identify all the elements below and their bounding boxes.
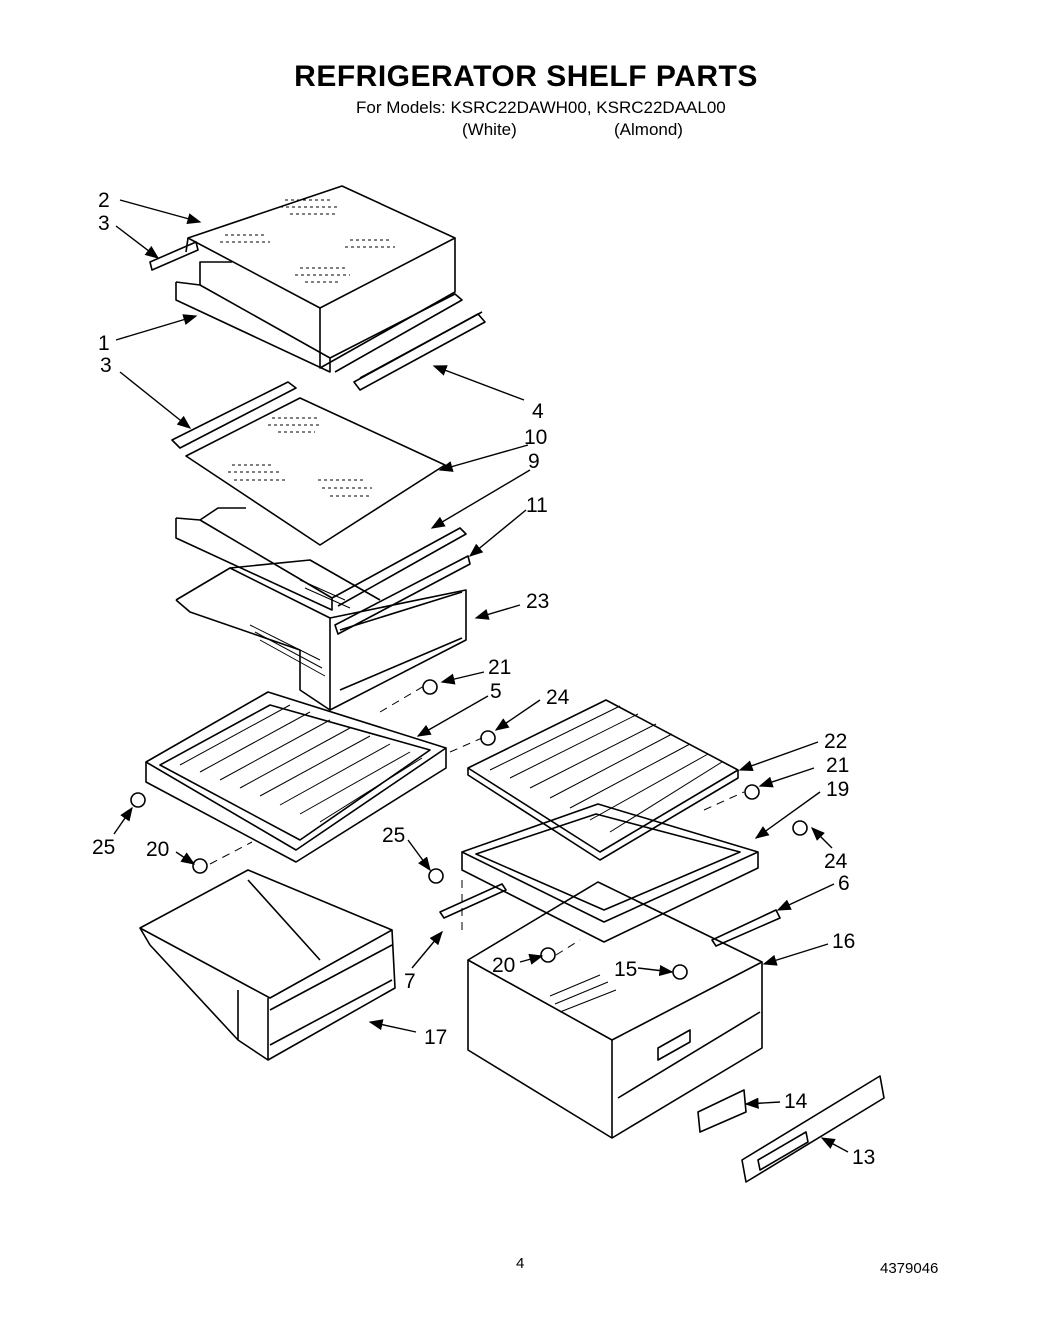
crisper-cover-tray xyxy=(175,559,467,711)
top-trim-strips xyxy=(149,241,486,391)
callout-15: 15 xyxy=(614,958,637,981)
callout-16: 16 xyxy=(832,930,855,953)
callout-25-left: 25 xyxy=(92,836,115,859)
callout-10: 10 xyxy=(524,426,547,449)
callout-13: 13 xyxy=(852,1146,875,1169)
callout-6: 6 xyxy=(838,872,850,895)
callout-21-left: 21 xyxy=(488,656,511,679)
diagram-title: REFRIGERATOR SHELF PARTS xyxy=(294,60,758,93)
middle-glass-shelf xyxy=(171,381,446,546)
callout-20-right: 20 xyxy=(492,954,515,977)
callout-4: 4 xyxy=(532,400,544,423)
callout-17: 17 xyxy=(424,1026,447,1049)
right-glass-shelf xyxy=(467,699,739,861)
variant-white: (White) xyxy=(462,120,517,139)
callout-23: 23 xyxy=(526,590,549,613)
callout-labels: 2 3 1 3 4 10 9 11 23 21 5 24 22 21 19 25… xyxy=(92,189,875,1169)
variant-almond: (Almond) xyxy=(614,120,683,139)
front-trim-panel xyxy=(697,1075,885,1183)
callout-leaders xyxy=(113,199,849,1153)
callout-2: 2 xyxy=(98,189,110,212)
drawer-rails xyxy=(439,883,781,947)
callout-21-right: 21 xyxy=(826,754,849,777)
callout-24-right: 24 xyxy=(824,850,848,873)
callout-24-left: 24 xyxy=(546,686,570,709)
top-shelf-frame xyxy=(175,261,463,373)
left-crisper-cover xyxy=(145,691,447,863)
right-crisper-drawer xyxy=(467,881,763,1139)
callout-7: 7 xyxy=(404,970,416,993)
top-glass-shelf xyxy=(185,185,456,369)
models-line: For Models: KSRC22DAWH00, KSRC22DAAL00 xyxy=(356,98,726,117)
callout-14: 14 xyxy=(784,1090,808,1113)
callout-1: 1 xyxy=(98,332,110,355)
callout-11: 11 xyxy=(526,494,548,517)
middle-shelf-frame xyxy=(175,507,471,635)
right-shelf-frame xyxy=(461,803,759,943)
callout-9: 9 xyxy=(528,450,540,473)
page-number: 4 xyxy=(516,1255,525,1272)
callout-5: 5 xyxy=(490,680,502,703)
callout-3-middle: 3 xyxy=(100,354,112,377)
callout-19: 19 xyxy=(826,778,849,801)
callout-3-top: 3 xyxy=(98,212,110,235)
document-number: 4379046 xyxy=(880,1260,939,1277)
callout-25-right: 25 xyxy=(382,824,405,847)
callout-20-left: 20 xyxy=(146,838,169,861)
left-crisper-drawer xyxy=(139,869,396,1061)
callout-22: 22 xyxy=(824,730,847,753)
